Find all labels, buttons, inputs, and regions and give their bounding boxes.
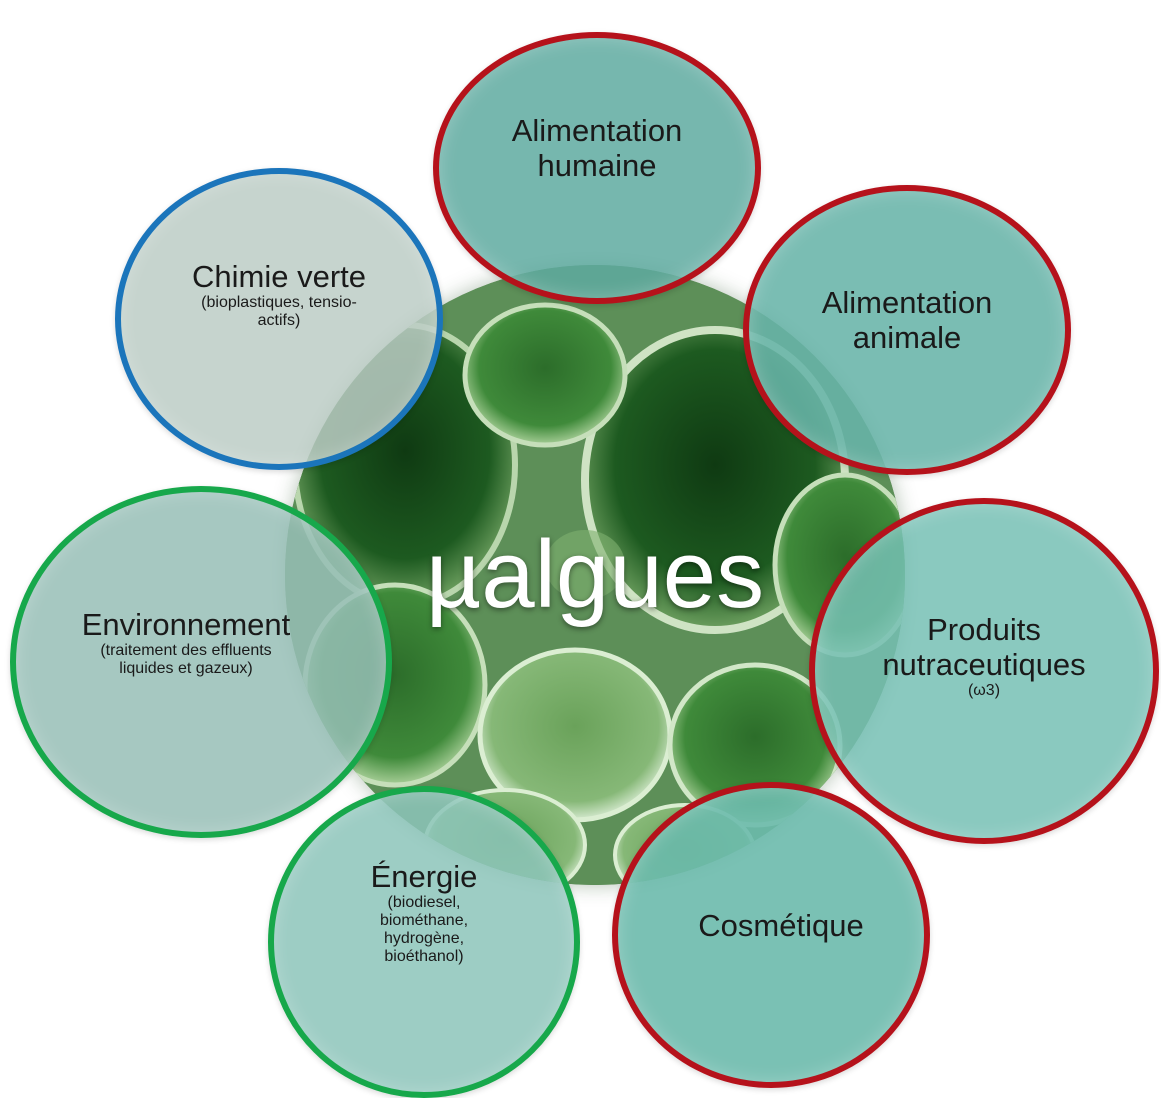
node-energie: Énergie (biodiesel, biométhane, hydrogèn…: [268, 786, 580, 1098]
node-title: Produits nutraceutiques: [882, 612, 1085, 682]
node-alimentation-humaine: Alimentation humaine: [433, 32, 761, 304]
node-alimentation-animale: Alimentation animale: [743, 185, 1071, 475]
node-subtitle: (biodiesel, biométhane, hydrogène, bioét…: [380, 894, 468, 966]
node-title: Chimie verte: [192, 259, 366, 294]
node-subtitle: (ω3): [968, 682, 1000, 700]
node-title: Environnement: [82, 607, 291, 642]
node-subtitle: (bioplastiques, tensio- actifs): [201, 294, 357, 330]
node-title: Énergie: [371, 859, 478, 894]
node-title: Alimentation humaine: [512, 113, 683, 183]
node-subtitle: (traitement des effluents liquides et ga…: [100, 642, 271, 678]
node-cosmetique: Cosmétique: [612, 782, 930, 1088]
node-title: Alimentation animale: [822, 285, 993, 355]
node-produits-nutraceutiques: Produits nutraceutiques (ω3): [809, 498, 1159, 844]
node-chimie-verte: Chimie verte (bioplastiques, tensio- act…: [115, 168, 443, 470]
node-title: Cosmétique: [698, 908, 863, 943]
node-environnement: Environnement (traitement des effluents …: [10, 486, 392, 838]
